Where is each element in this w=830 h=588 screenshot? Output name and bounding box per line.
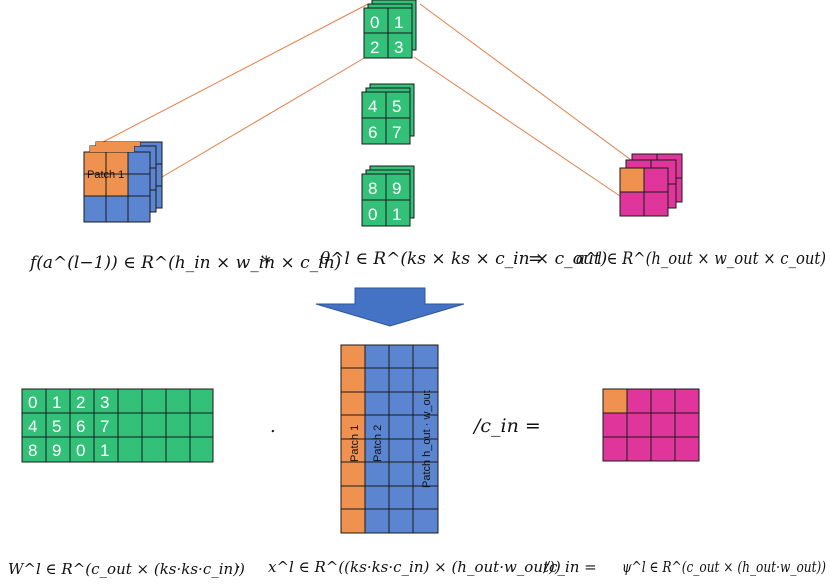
top-equation: f(a^(l−1)) ∈ R^(h_in × w_in × c_in) * θ^… — [28, 249, 826, 273]
kernel-cell: 8 — [368, 179, 377, 198]
kernel-cell: 4 — [368, 97, 377, 116]
weight-cell: 3 — [100, 393, 109, 412]
output-volume — [619, 153, 683, 217]
kernel-formula: θ^l ∈ R^(ks × ks × c_in × c_out) — [320, 249, 607, 269]
conv-operator: * — [262, 253, 271, 273]
kernel-cell: 1 — [392, 205, 401, 224]
kernel-cell: 0 — [370, 13, 379, 32]
connector-line — [102, 3, 369, 143]
kernel-cell: 2 — [370, 38, 379, 57]
equals-sign: = — [528, 249, 542, 269]
patch-column-label: Patch 1 — [349, 425, 361, 462]
weight-cell: 0 — [28, 393, 37, 412]
kernel-cell: 7 — [392, 123, 401, 142]
patch-column-label: Patch h_out · w_out — [421, 390, 433, 488]
dot-operator-bottom: · — [236, 558, 241, 576]
divide-operator: /c_in = — [472, 415, 541, 437]
output-formula: a^l ∈ R^(h_out × w_out × c_out) — [576, 249, 826, 269]
connector-line — [419, 3, 643, 169]
patch-label: Patch 1 — [87, 169, 124, 181]
connector-line — [127, 56, 367, 198]
patch-formula: x^l ∈ R^((ks·ks·c_in) × (h_out·w_out)) — [268, 558, 561, 576]
weight-cell: 7 — [100, 417, 109, 436]
input-volume — [83, 141, 163, 223]
weight-cell: 1 — [100, 441, 109, 460]
patch-matrix — [340, 344, 439, 534]
kernel-cell: 0 — [368, 205, 377, 224]
kernel-cell: 9 — [392, 179, 401, 198]
weight-cell: 6 — [76, 417, 85, 436]
bottom-equation: W^l ∈ R^(c_out × (ks·ks·c_in)) · x^l ∈ R… — [8, 558, 826, 578]
weight-cell: 9 — [52, 441, 61, 460]
kernel-cell: 3 — [394, 38, 403, 57]
kernel-1 — [363, 0, 417, 59]
weight-matrix — [21, 388, 214, 463]
kernel-3 — [361, 165, 415, 227]
result-matrix — [602, 388, 700, 462]
input-formula: f(a^(l−1)) ∈ R^(h_in × w_in × c_in) — [28, 253, 341, 273]
transform-arrow — [315, 287, 465, 327]
weight-formula: W^l ∈ R^(c_out × (ks·ks·c_in)) — [8, 560, 245, 578]
weight-cell: 0 — [76, 441, 85, 460]
patch-column-label: Patch 2 — [372, 425, 384, 462]
weight-cell: 1 — [52, 393, 61, 412]
connector-line — [413, 56, 621, 197]
connector-lines — [102, 3, 643, 198]
kernel-cell: 6 — [368, 123, 377, 142]
dot-operator: . — [270, 416, 276, 437]
weight-cell: 8 — [28, 441, 37, 460]
weight-cell: 5 — [52, 417, 61, 436]
kernel-cell: 1 — [394, 13, 403, 32]
result-formula: ψ^l ∈ R^(c_out × (h_out·w_out)) — [622, 558, 826, 576]
weight-cell: 2 — [76, 393, 85, 412]
weight-cell: 4 — [28, 417, 37, 436]
divide-operator-bottom: /c_in = — [542, 558, 597, 576]
kernel-cell: 5 — [392, 97, 401, 116]
kernel-2 — [361, 83, 415, 145]
